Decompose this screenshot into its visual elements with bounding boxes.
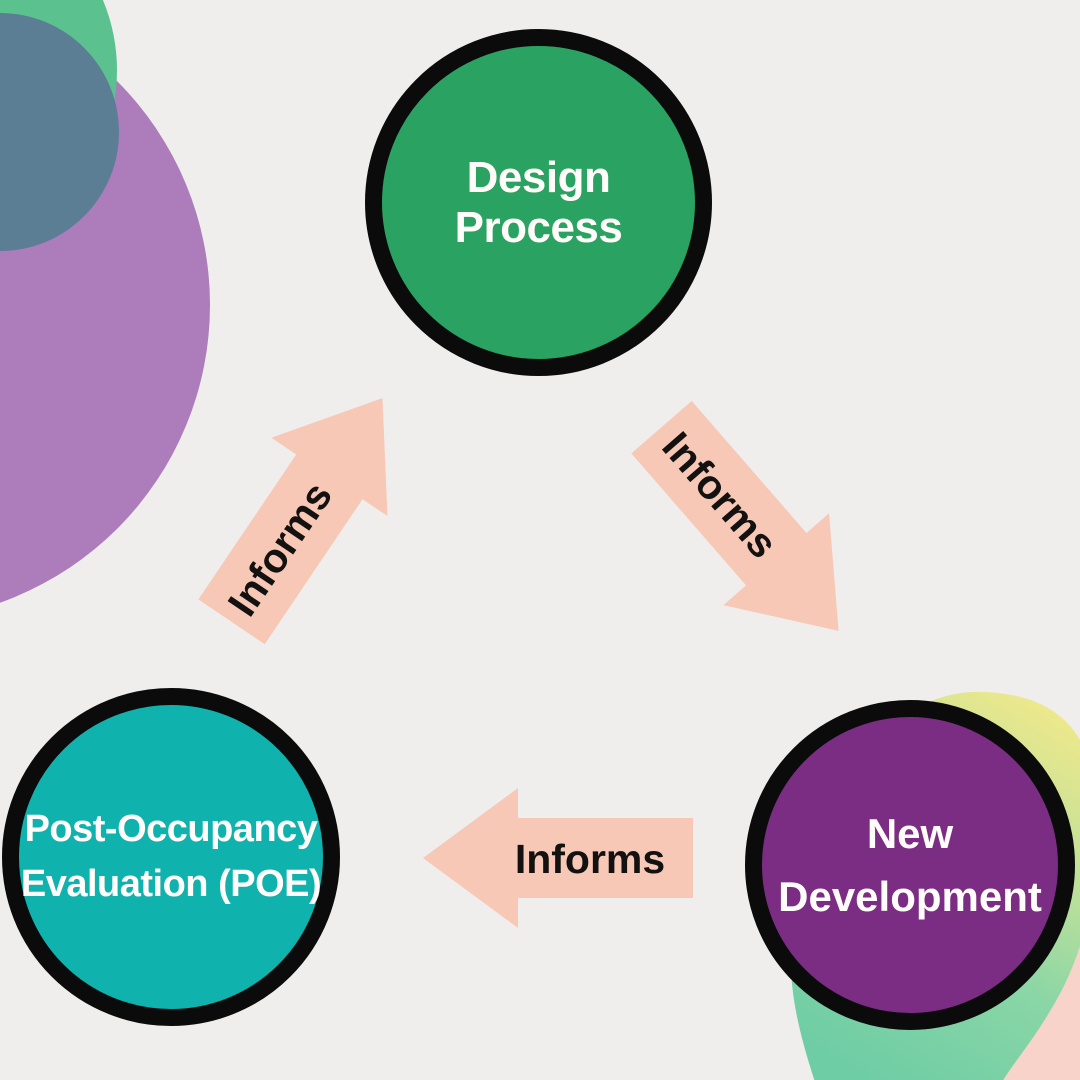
node-post-occupancy-evaluation: Post-Occupancy Evaluation (POE) — [2, 688, 340, 1026]
arrow-newdev-to-poe — [423, 788, 693, 928]
node-new-development-label-line2: Development — [778, 873, 1042, 920]
node-design-process-label: Design Process — [454, 152, 623, 252]
node-poe-label-line2: Evaluation (POE) — [20, 863, 322, 905]
arrow-design-to-newdev — [631, 400, 839, 631]
arrow-label-informs-bottom: Informs — [514, 836, 666, 882]
node-design-process: Design Process — [365, 29, 712, 376]
arrow-poe-to-design — [198, 398, 388, 645]
node-new-development: New Development — [745, 700, 1075, 1030]
node-new-development-label-line1: New — [866, 810, 954, 857]
node-poe-label-line1: Post-Occupancy — [24, 808, 318, 850]
